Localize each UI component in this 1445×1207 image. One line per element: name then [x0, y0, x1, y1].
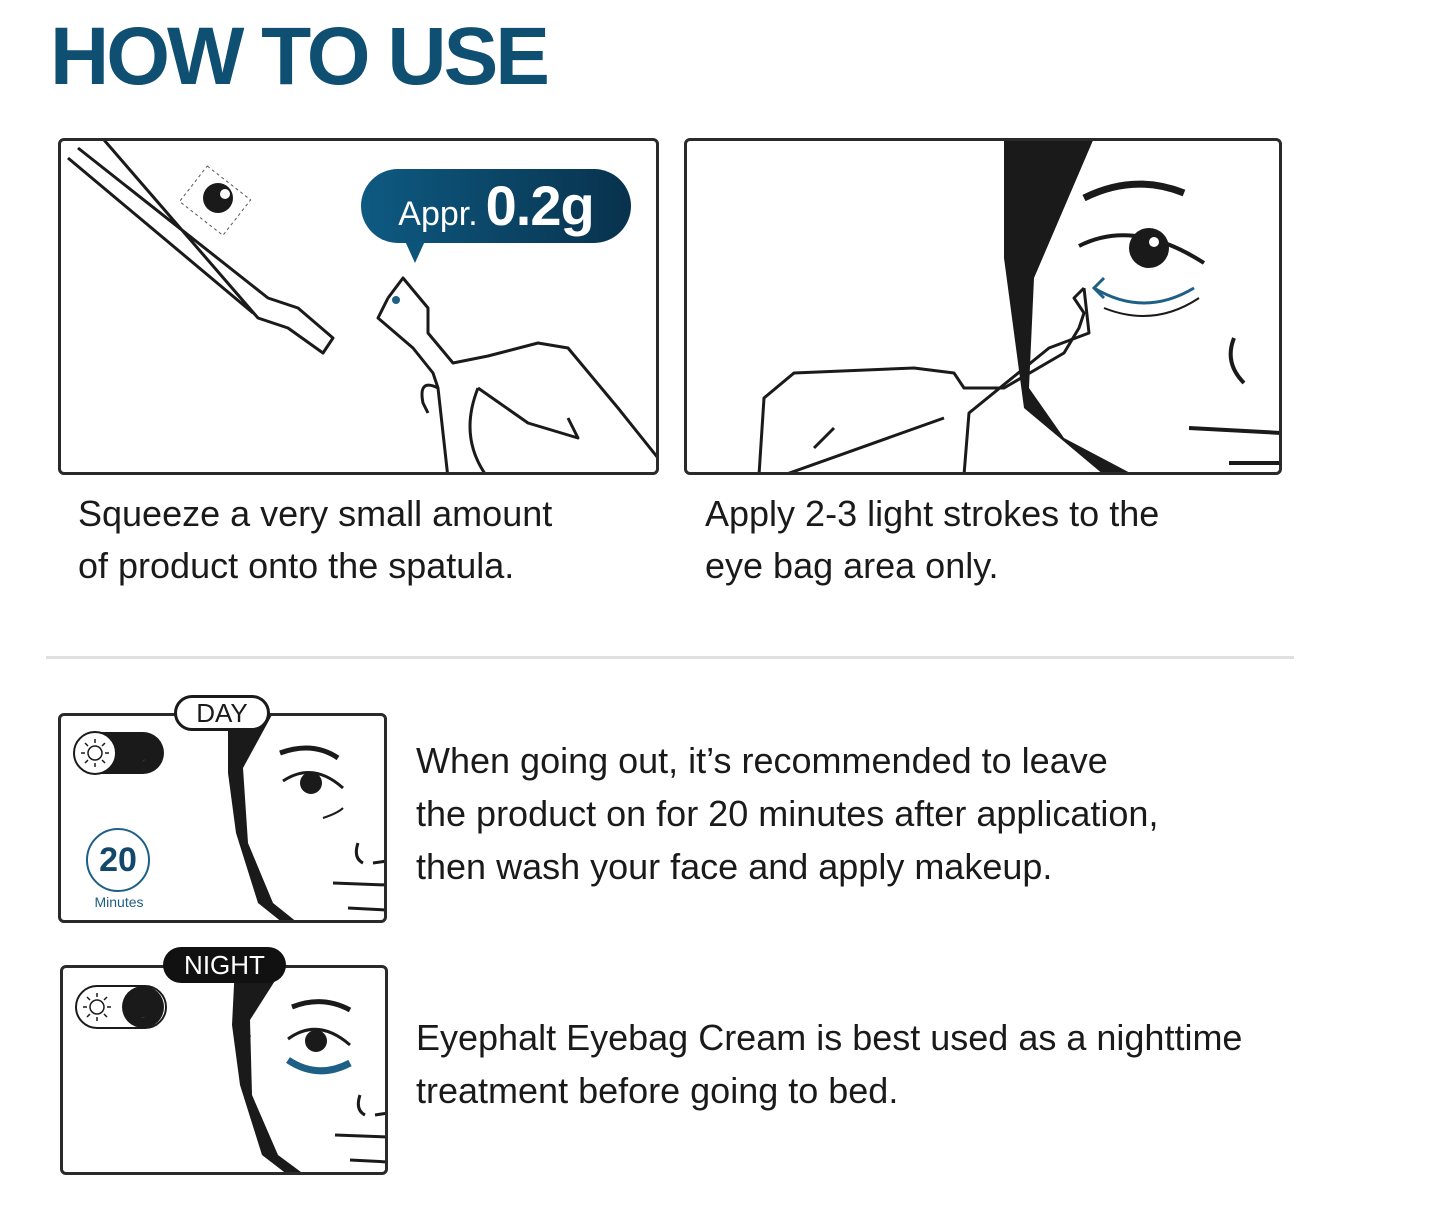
timer-value: 20 [86, 828, 150, 892]
step2-illustration [684, 138, 1282, 475]
day-illustration: 20 Minutes [58, 713, 387, 923]
day-night-toggle-night [75, 985, 167, 1029]
caption-line: Apply 2-3 light strokes to the [705, 493, 1160, 534]
text-line: the product on for 20 minutes after appl… [416, 793, 1159, 834]
text-line: When going out, it’s recommended to leav… [416, 740, 1108, 781]
timer-unit: Minutes [94, 894, 144, 910]
text-line: treatment before going to bed. [416, 1070, 899, 1111]
text-line: then wash your face and apply makeup. [416, 846, 1053, 887]
amount-bubble: Appr. 0.2g [361, 169, 631, 263]
tube-and-spatula-illustration [67, 141, 656, 472]
section-divider [46, 656, 1294, 659]
text-line: Eyephalt Eyebag Cream is best used as a … [416, 1017, 1243, 1058]
caption-line: of product onto the spatula. [78, 545, 515, 586]
night-badge: NIGHT [163, 947, 286, 983]
day-face-illustration [228, 716, 384, 920]
sun-icon [89, 999, 105, 1015]
night-instructions: Eyephalt Eyebag Cream is best used as a … [416, 1011, 1242, 1117]
sun-icon [87, 745, 103, 761]
step1-caption: Squeeze a very small amount of product o… [78, 488, 552, 592]
step1-illustration: Appr. 0.2g [58, 138, 659, 475]
night-illustration [60, 965, 388, 1175]
caption-line: eye bag area only. [705, 545, 999, 586]
night-face-illustration [232, 968, 385, 1172]
day-badge: DAY [174, 695, 270, 731]
step2-caption: Apply 2-3 light strokes to the eye bag a… [705, 488, 1159, 592]
face-application-illustration [757, 141, 1279, 472]
page-title: HOW TO USE [50, 11, 550, 102]
amount-prefix: Appr. [398, 195, 478, 233]
day-night-toggle-day [73, 731, 164, 775]
amount-value: 0.2g [485, 174, 595, 237]
day-instructions: When going out, it’s recommended to leav… [416, 734, 1158, 893]
caption-line: Squeeze a very small amount [78, 493, 553, 534]
